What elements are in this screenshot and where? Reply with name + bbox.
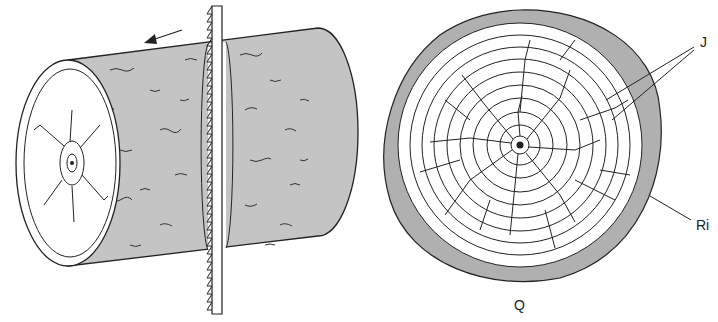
part-label: Ri — [696, 218, 709, 232]
leader-lines — [606, 47, 694, 220]
part-label: J — [700, 35, 707, 49]
saw-teeth — [207, 6, 212, 310]
figure-label: Q — [514, 298, 525, 312]
saw-blade — [212, 6, 222, 314]
cross-section — [384, 10, 661, 282]
motion-arrow — [152, 30, 182, 40]
bark-marks — [100, 53, 309, 247]
